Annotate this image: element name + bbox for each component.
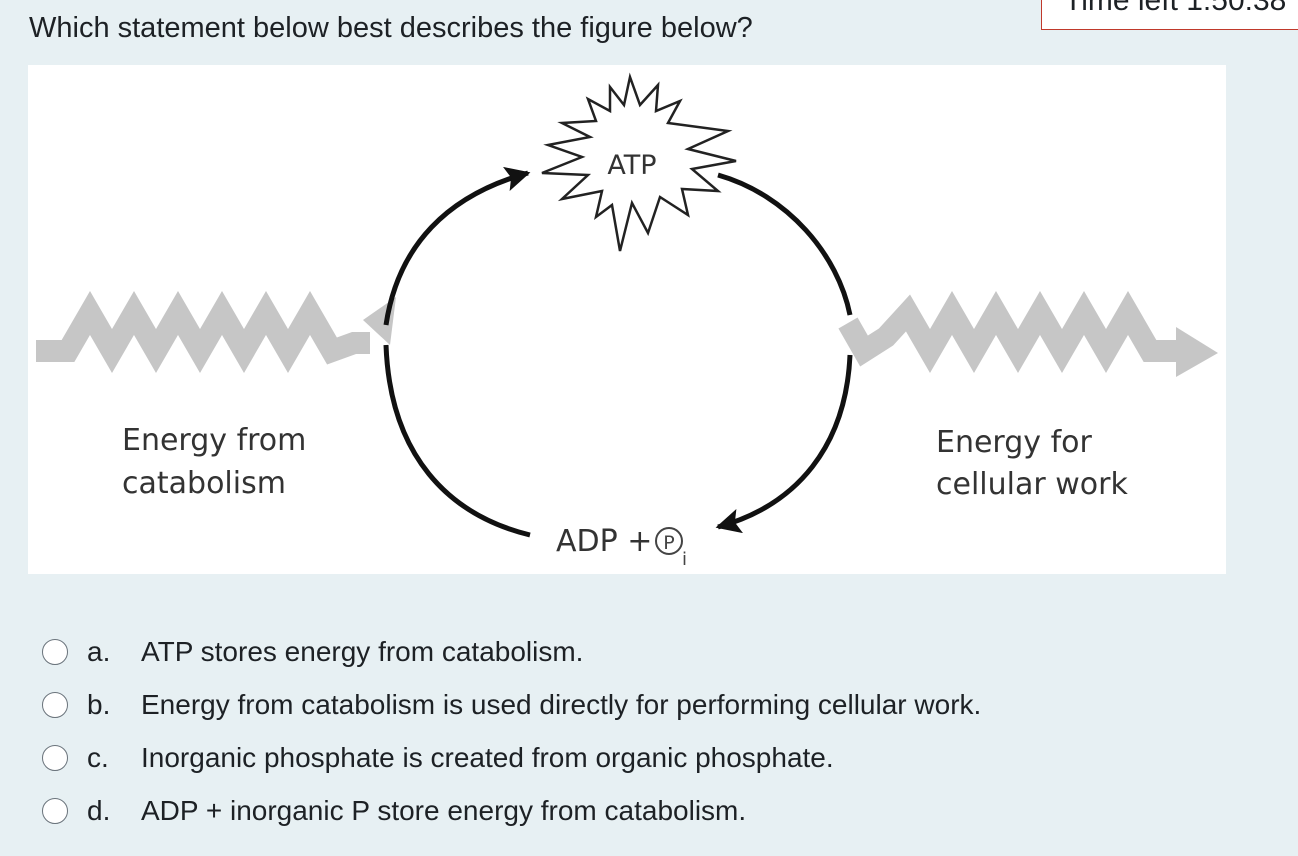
radio-button-c[interactable] (42, 745, 68, 771)
phosphate-subscript: i (682, 549, 687, 570)
radio-button-a[interactable] (42, 639, 68, 665)
atp-cycle-figure: ATP Energy from catabolism Energy for ce… (28, 65, 1226, 574)
answer-letter-b: b. (87, 689, 111, 720)
answer-option-c[interactable]: c. Inorganic phosphate is created from o… (42, 738, 834, 778)
answer-letter-d: d. (87, 795, 111, 826)
energy-for-label-line2: cellular work (936, 467, 1128, 502)
energy-from-label-line1: Energy from (122, 423, 306, 458)
phosphate-symbol: P (663, 532, 674, 554)
answer-option-a[interactable]: a. ATP stores energy from catabolism. (42, 632, 583, 672)
energy-from-label-line2: catabolism (122, 466, 286, 501)
answer-option-d[interactable]: d. ADP + inorganic P store energy from c… (42, 791, 746, 831)
timer-label: Time left 1:50:38 (1064, 0, 1287, 17)
answer-text-c[interactable]: Inorganic phosphate is created from orga… (141, 742, 834, 773)
answer-text-a[interactable]: ATP stores energy from catabolism. (141, 636, 584, 667)
answer-option-b[interactable]: b. Energy from catabolism is used direct… (42, 685, 981, 725)
atp-hydrolysis-arrow (717, 172, 853, 316)
adp-label: ADP + (556, 524, 652, 559)
answer-letter-c: c. (87, 742, 109, 773)
adp-to-atp-arrow-left (383, 344, 531, 538)
energy-from-catabolism-arrow (36, 291, 396, 373)
energy-for-label-line1: Energy for (936, 425, 1092, 460)
answer-letter-a: a. (87, 636, 111, 667)
radio-button-b[interactable] (42, 692, 68, 718)
atp-burst-icon: ATP (541, 72, 737, 252)
adp-return-arrow-right (715, 354, 853, 534)
atp-label: ATP (607, 150, 656, 181)
answer-text-b[interactable]: Energy from catabolism is used directly … (141, 689, 982, 720)
answer-text-d[interactable]: ADP + inorganic P store energy from cata… (141, 795, 747, 826)
atp-synthesis-arrow (383, 166, 531, 326)
question-text: Which statement below best describes the… (29, 12, 753, 44)
energy-for-cellular-work-arrow (838, 291, 1218, 377)
radio-button-d[interactable] (42, 798, 68, 824)
adp-plus-pi-label: ADP + P i (556, 524, 687, 570)
timer-box: Time left 1:50:38 (1041, 0, 1298, 30)
phosphate-circle-icon (655, 527, 683, 555)
atp-cycle-diagram: ATP Energy from catabolism Energy for ce… (36, 72, 1218, 570)
